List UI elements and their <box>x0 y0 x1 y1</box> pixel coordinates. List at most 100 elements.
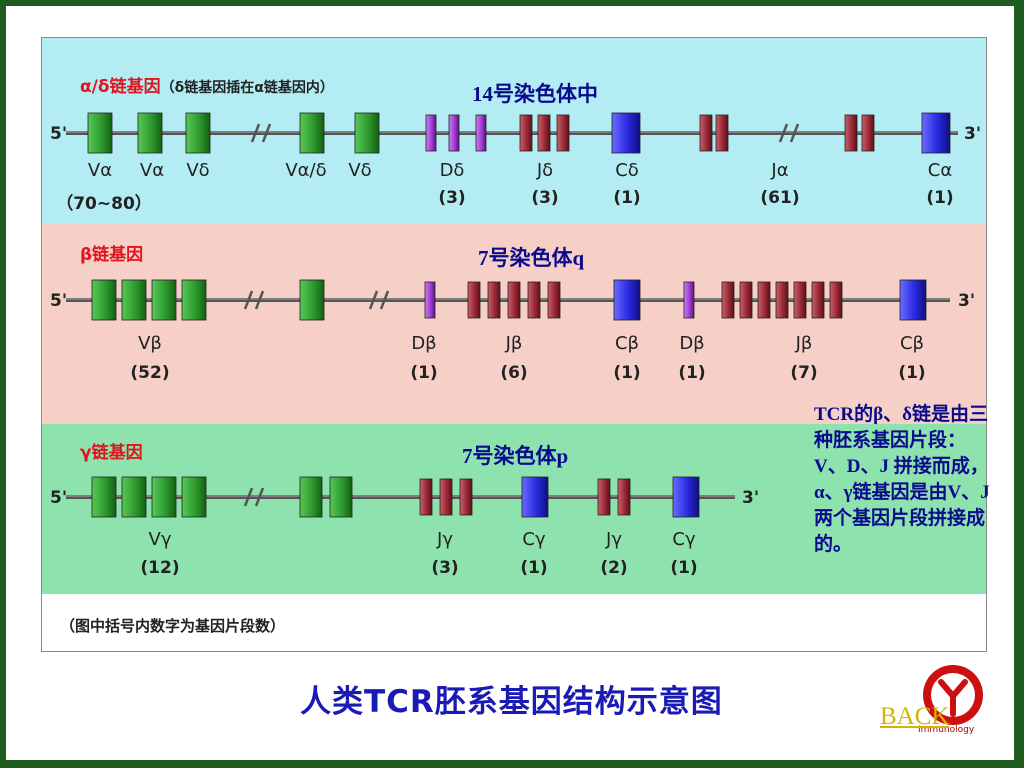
alpha-delta-label-5: Vδ <box>348 160 371 181</box>
gamma-count-3: (1) <box>520 558 547 578</box>
beta-j2-segment-5 <box>793 281 807 319</box>
delta-d-segment-2 <box>448 114 460 152</box>
gamma-c-segment-1 <box>521 476 549 518</box>
alpha-delta-label-3: Vδ <box>186 160 209 181</box>
alpha-delta-5prime: 5' <box>50 124 67 144</box>
beta-v-segment-5 <box>299 279 325 321</box>
gene-segments <box>87 112 951 518</box>
alpha-delta-label-7: Jδ <box>536 160 553 181</box>
alpha-delta-v-count: （70~80） <box>56 193 152 214</box>
alpha-delta-label-10: Cα <box>928 160 952 181</box>
beta-j1-segment-2 <box>487 281 501 319</box>
alpha-delta-label-6: Dδ <box>440 160 465 181</box>
gamma-c-segment-2 <box>672 476 700 518</box>
alpha-delta-label-2: Vα <box>140 160 164 181</box>
alpha-delta-count-8: (1) <box>613 188 640 208</box>
delta-j-segment-1 <box>519 114 533 152</box>
beta-panel <box>42 224 987 424</box>
chromosome-7p-label: 7号染色体p <box>462 444 569 468</box>
alpha-c-segment <box>921 112 951 154</box>
beta-3prime: 3' <box>958 291 975 311</box>
delta-d-segment-1 <box>425 114 437 152</box>
gamma-count-2: (3) <box>431 558 458 578</box>
alpha-j-segment-2 <box>715 114 729 152</box>
gamma-v-segment-b-2 <box>329 476 353 518</box>
beta-d-segment-1 <box>424 281 436 319</box>
beta-label-2: Dβ <box>411 333 436 354</box>
beta-label-7: Cβ <box>900 333 924 354</box>
alpha-delta-heading-note: （δ链基因插在α链基因内） <box>160 80 334 96</box>
gamma-v-segment-b-1 <box>299 476 323 518</box>
gamma-v-segment-3 <box>151 476 177 518</box>
beta-count-3: (6) <box>500 363 527 383</box>
gamma-label-2: Jγ <box>436 529 453 550</box>
alpha-delta-label-8: Cδ <box>615 160 639 181</box>
slide-title: 人类TCR胚系基因结构示意图 <box>300 684 723 720</box>
beta-j1-segment-5 <box>547 281 561 319</box>
gamma-label-5: Cγ <box>672 529 696 550</box>
beta-v-segment-2 <box>121 279 147 321</box>
gamma-break-1 <box>243 487 254 507</box>
alpha-delta-break-2-b <box>789 123 800 143</box>
immunology-logo <box>923 665 983 725</box>
beta-label-3: Jβ <box>505 333 523 354</box>
alpha-delta-v-segment-b-1 <box>299 112 325 154</box>
footnote: （图中括号内数字为基因片段数） <box>60 617 286 635</box>
logo-text: Immunology <box>918 725 975 735</box>
beta-count-4: (1) <box>613 363 640 383</box>
side-annotation: TCR的β、δ链是由三种胚系基因片段：V、D、J 拼接而成，α、γ链基因是由V、… <box>814 404 990 555</box>
delta-c-segment <box>611 112 641 154</box>
beta-break-2-b <box>379 290 390 310</box>
gamma-heading: γ链基因 <box>80 443 143 463</box>
gamma-5prime: 5' <box>50 488 67 508</box>
gamma-count-4: (2) <box>600 558 627 578</box>
alpha-delta-break-1-b <box>261 123 272 143</box>
gamma-3prime: 3' <box>742 488 759 508</box>
alpha-delta-v-segment-1 <box>87 112 113 154</box>
alpha-delta-break-2 <box>778 123 789 143</box>
beta-break-1-b <box>254 290 265 310</box>
beta-label-5: Dβ <box>679 333 704 354</box>
beta-count-2: (1) <box>410 363 437 383</box>
beta-d-segment-2 <box>683 281 695 319</box>
footnote-panel <box>42 594 987 652</box>
beta-count-7: (1) <box>898 363 925 383</box>
beta-c-segment-1 <box>613 279 641 321</box>
alpha-delta-count-10: (1) <box>926 188 953 208</box>
beta-5prime: 5' <box>50 291 67 311</box>
beta-j1-segment-3 <box>507 281 521 319</box>
gamma-j1-segment-1 <box>419 478 433 516</box>
gamma-j1-segment-2 <box>439 478 453 516</box>
chromosome-14-label: 14号染色体中 <box>472 82 598 106</box>
delta-j-segment-3 <box>556 114 570 152</box>
gamma-j2-segment-2 <box>617 478 631 516</box>
beta-j2-segment-3 <box>757 281 771 319</box>
beta-count-5: (1) <box>678 363 705 383</box>
alpha-delta-count-6: (3) <box>438 188 465 208</box>
beta-j2-segment-4 <box>775 281 789 319</box>
gamma-j2-segment-1 <box>597 478 611 516</box>
alpha-delta-label-9: Jα <box>770 160 788 181</box>
alpha-j-segment-1 <box>699 114 713 152</box>
beta-j1-segment-4 <box>527 281 541 319</box>
beta-label-1: Vβ <box>138 333 162 354</box>
beta-j2-segment-2 <box>739 281 753 319</box>
alpha-delta-v-segment-b-2 <box>354 112 380 154</box>
alpha-j-segment-b-1 <box>844 114 858 152</box>
alpha-delta-v-segment-3 <box>185 112 211 154</box>
beta-v-segment-4 <box>181 279 207 321</box>
alpha-delta-heading-text: α/δ链基因 <box>80 77 161 97</box>
alpha-delta-3prime: 3' <box>964 124 981 144</box>
gamma-j1-segment-3 <box>459 478 473 516</box>
alpha-delta-label-1: Vα <box>88 160 112 181</box>
gamma-label-4: Jγ <box>605 529 622 550</box>
back-link[interactable]: BACK <box>880 703 950 730</box>
gamma-count-1: (12) <box>140 558 179 578</box>
alpha-delta-v-segment-2 <box>137 112 163 154</box>
beta-v-segment-3 <box>151 279 177 321</box>
gamma-v-segment-4 <box>181 476 207 518</box>
gamma-count-5: (1) <box>670 558 697 578</box>
gamma-label-3: Cγ <box>522 529 546 550</box>
beta-j2-segment-7 <box>829 281 843 319</box>
